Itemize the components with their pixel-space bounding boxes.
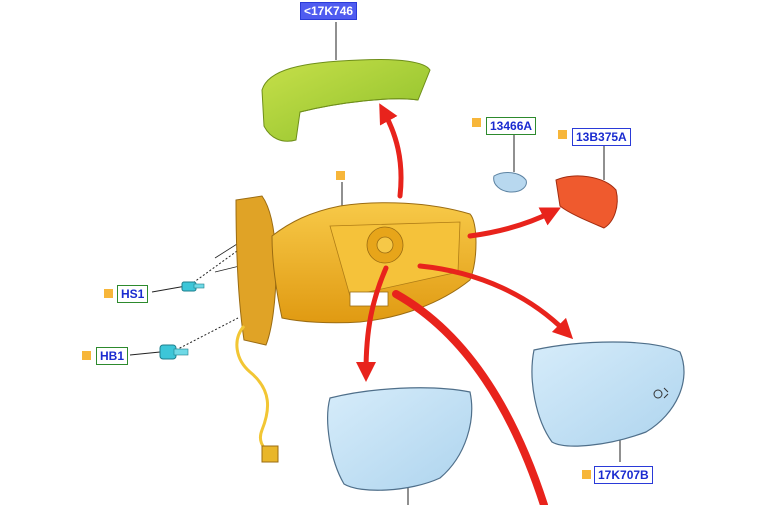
callout-bulb-13466a[interactable]: 13466A xyxy=(486,117,537,135)
marker-hb1 xyxy=(82,351,91,360)
arrow-offscreen xyxy=(392,290,548,505)
mirror-glass-right-part xyxy=(531,341,685,447)
marker-bulb xyxy=(472,118,481,127)
wiring-harness xyxy=(235,325,271,454)
bulb-13466a-part xyxy=(493,172,527,193)
screw-hs1-part xyxy=(181,281,205,292)
harness-connector xyxy=(261,445,279,463)
mirror-base-bracket xyxy=(235,195,277,346)
mirror-cover-part xyxy=(261,59,431,142)
mirror-glass-left-part xyxy=(327,387,473,491)
mirror-housing-part xyxy=(271,202,477,324)
lamp-13b375a-part xyxy=(555,175,618,229)
marker-housing xyxy=(336,171,345,180)
arrow-to-cover xyxy=(379,103,404,199)
screw-hb1-part xyxy=(159,344,189,360)
exploded-view-arrows xyxy=(356,103,574,505)
arrow-to-lamp xyxy=(467,207,561,239)
marker-hs1 xyxy=(104,289,113,298)
callout-screw-hs1[interactable]: HS1 xyxy=(117,285,149,303)
blind-spot-warning-icon xyxy=(653,387,669,399)
part-markers xyxy=(82,118,591,479)
marker-lamp xyxy=(558,130,567,139)
arrow-to-left-glass xyxy=(356,265,389,382)
callout-screw-hb1[interactable]: HB1 xyxy=(96,347,129,365)
arrow-to-right-glass xyxy=(417,263,574,340)
callout-lamp-13b375a[interactable]: 13B375A xyxy=(572,128,631,146)
callout-cover-17k746[interactable]: <17K746 xyxy=(300,2,358,20)
marker-17k707b xyxy=(582,470,591,479)
callout-glass-17k707b[interactable]: 17K707B xyxy=(594,466,653,484)
